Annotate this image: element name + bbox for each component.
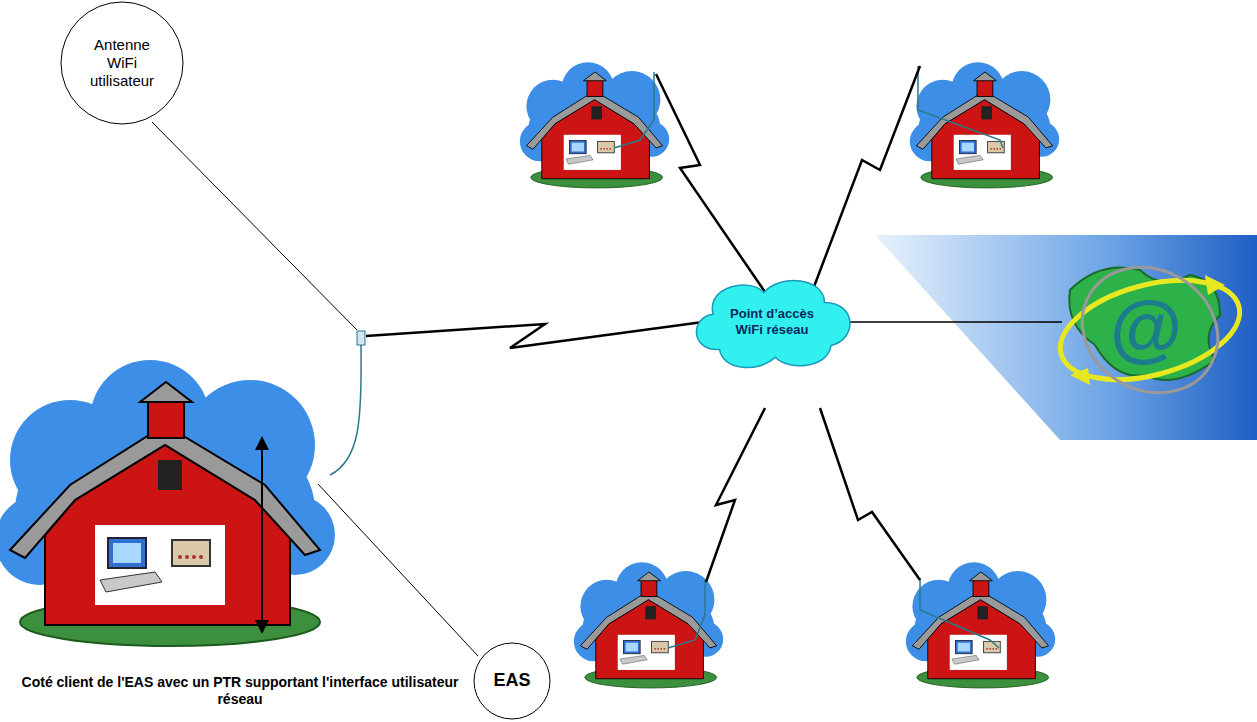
at-symbol: @ <box>1091 284 1201 373</box>
access-point-cloud: Point d’accès WiFi réseau <box>690 273 854 371</box>
caption-text: Coté client de l'EAS avec un PTR support… <box>20 674 460 708</box>
node-text: EAS <box>493 670 530 692</box>
callout-circle: Antenne WiFi utilisateur <box>60 1 184 125</box>
node-text: Antenne WiFi utilisateur <box>77 36 166 90</box>
callout-circle: EAS <box>473 642 551 720</box>
node-text: Point d’accès WiFi réseau <box>716 306 828 337</box>
